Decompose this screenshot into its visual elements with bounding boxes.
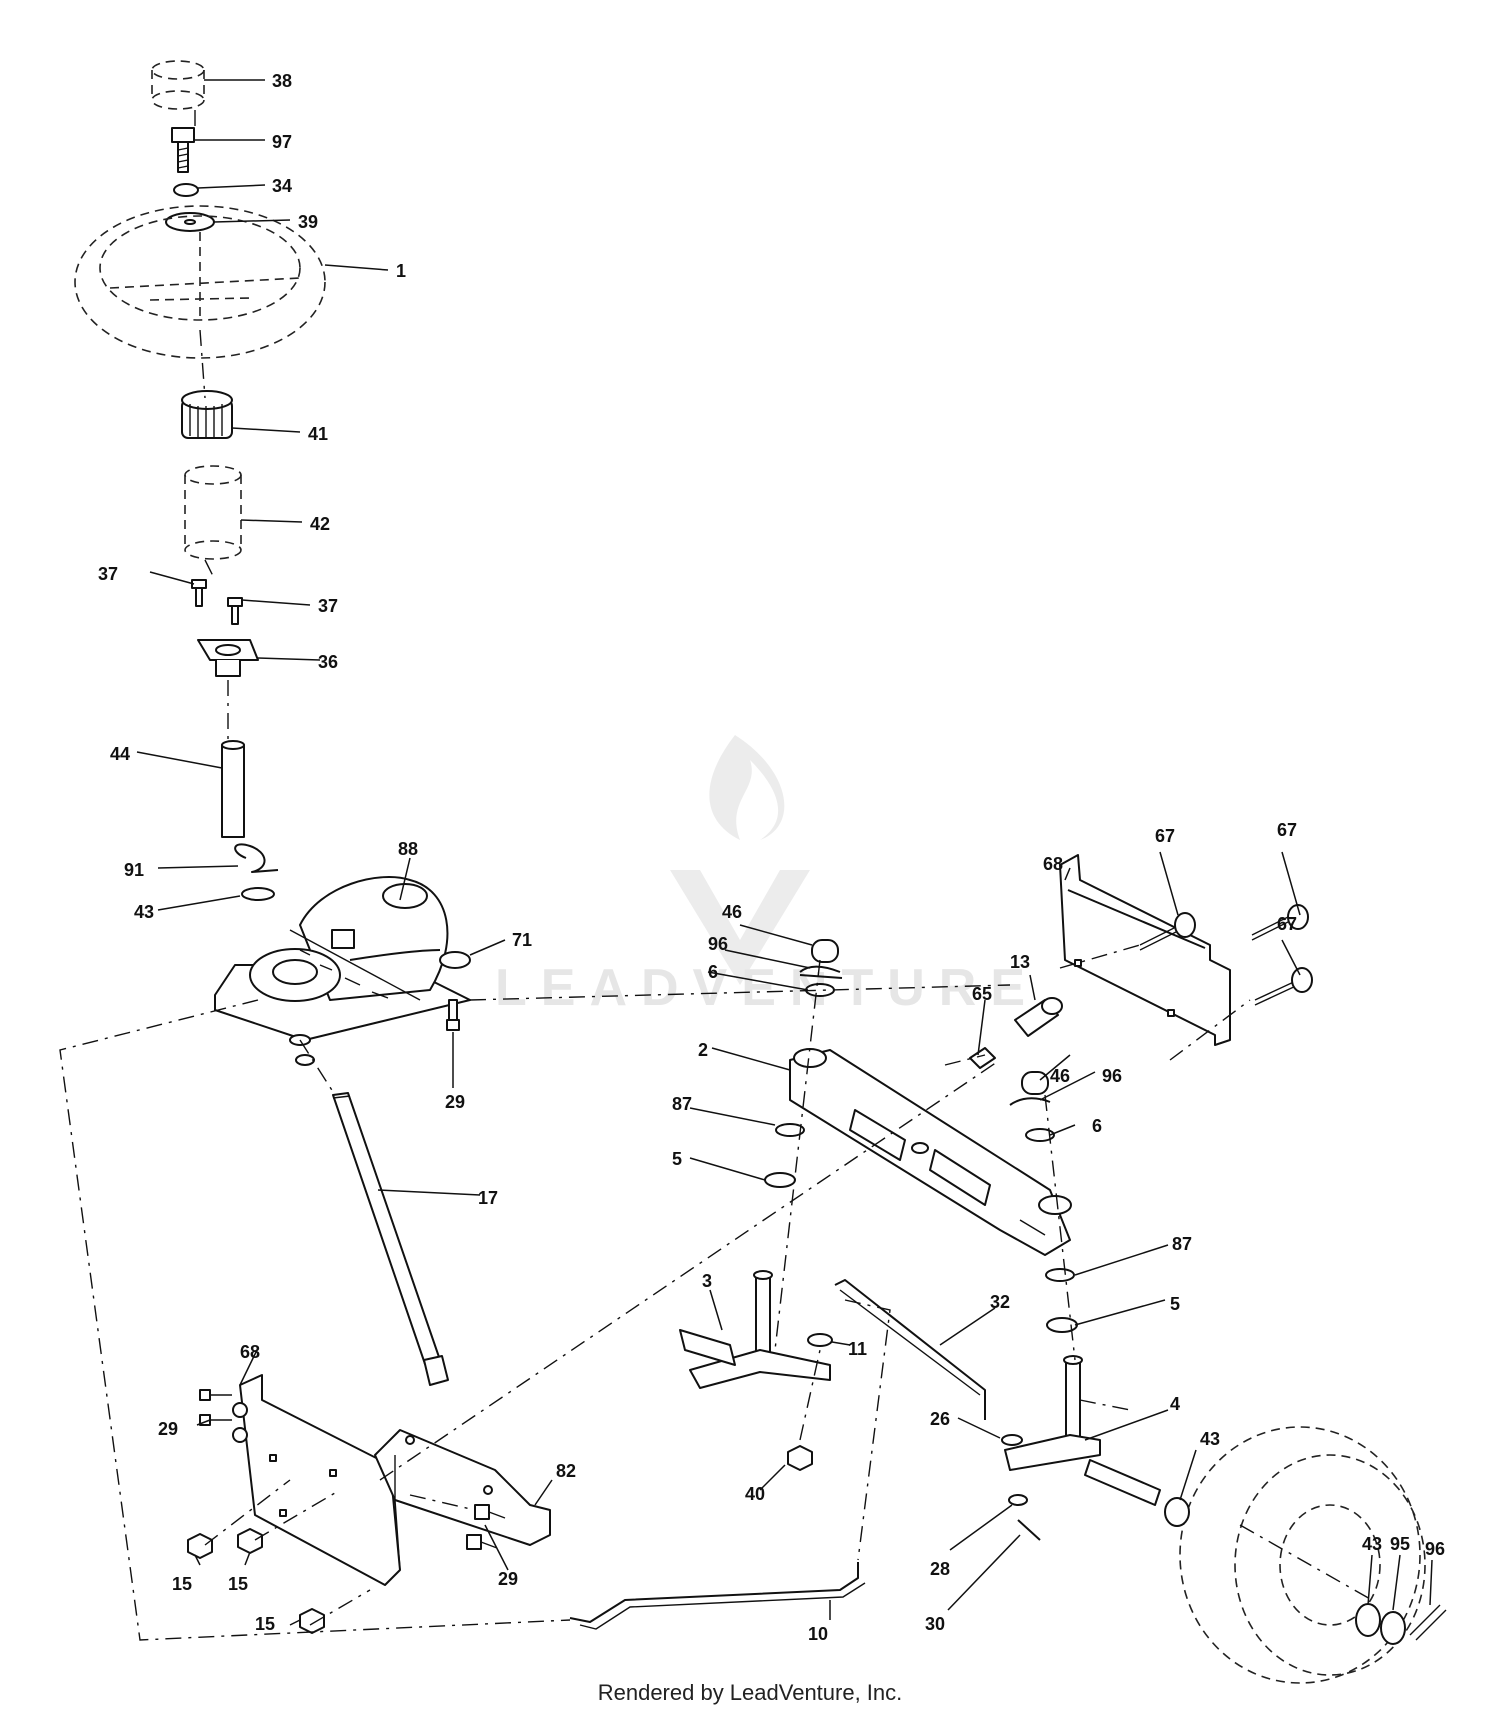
callout-labels: 38 97 34 39 1 41 42 37 37 36 44 91 88 43… [98, 71, 1445, 1644]
part-68-bracket-left [232, 1374, 401, 1586]
part-38-cap [151, 60, 205, 110]
callout-44: 44 [110, 744, 130, 764]
assembly-lines [59, 110, 1373, 1641]
callout-71: 71 [512, 930, 532, 950]
callout-28: 28 [930, 1559, 950, 1579]
part-26-nut [1001, 1434, 1023, 1446]
callout-91: 91 [124, 860, 144, 880]
callout-32: 32 [990, 1292, 1010, 1312]
callout-46-left: 46 [722, 902, 742, 922]
callout-2: 2 [698, 1040, 708, 1060]
part-91-clip [234, 843, 279, 873]
callout-67-c: 67 [1277, 914, 1297, 934]
callout-41: 41 [308, 424, 328, 444]
callout-4: 4 [1170, 1394, 1180, 1414]
callout-96-wheel: 96 [1425, 1539, 1445, 1559]
part-10-drag-link [569, 1562, 859, 1623]
part-1-steering-wheel [74, 205, 326, 359]
callout-15-b: 15 [228, 1574, 248, 1594]
callout-95: 95 [1390, 1534, 1410, 1554]
part-39-washer [165, 212, 215, 232]
callout-88: 88 [398, 839, 418, 859]
part-96-pin [1409, 1604, 1447, 1641]
callout-15-c: 15 [255, 1614, 275, 1634]
callout-97: 97 [272, 132, 292, 152]
part-67-bolts [1139, 904, 1313, 1006]
callout-46-right: 46 [1050, 1066, 1070, 1086]
callout-67-b: 67 [1277, 820, 1297, 840]
callout-34: 34 [272, 176, 292, 196]
callout-5-right: 5 [1170, 1294, 1180, 1314]
callout-42: 42 [310, 514, 330, 534]
part-42-sleeve [184, 465, 242, 560]
part-stack-right-spindle [1009, 1071, 1078, 1333]
watermark: LEADVENTURE [495, 735, 1039, 1017]
part-82-bracket [374, 1429, 551, 1571]
part-97-bolt [171, 127, 195, 173]
callout-26: 26 [930, 1409, 950, 1429]
callout-37-a: 37 [98, 564, 118, 584]
part-71-gear-assembly [214, 876, 471, 1066]
callout-6-right: 6 [1092, 1116, 1102, 1136]
part-28-washer [1008, 1494, 1028, 1506]
callout-3: 3 [702, 1271, 712, 1291]
part-stack-left-spindle [764, 939, 843, 1188]
callout-30: 30 [925, 1614, 945, 1634]
callout-36: 36 [318, 652, 338, 672]
part-37-screws [191, 579, 243, 625]
callout-65: 65 [972, 984, 992, 1004]
callout-15-a: 15 [172, 1574, 192, 1594]
callout-29-left: 29 [158, 1419, 178, 1439]
callout-6-left: 6 [708, 962, 718, 982]
callout-11: 11 [848, 1339, 867, 1359]
part-43-washer [241, 887, 275, 901]
leader-lines [136, 79, 1433, 1626]
watermark-text: LEADVENTURE [495, 959, 1039, 1017]
part-68-bracket-right [1059, 854, 1231, 1046]
callout-29-right: 29 [498, 1569, 518, 1589]
callout-82: 82 [556, 1461, 576, 1481]
part-29-bolt [446, 999, 460, 1031]
callout-43-outer: 43 [1362, 1534, 1382, 1554]
part-36-bushing [197, 639, 259, 677]
callout-39: 39 [298, 212, 318, 232]
callout-5-left: 5 [672, 1149, 682, 1169]
callout-10: 10 [808, 1624, 828, 1644]
footer-credit: Rendered by LeadVenture, Inc. [597, 1680, 903, 1705]
callout-68-right: 68 [1043, 854, 1063, 874]
callout-40: 40 [745, 1484, 765, 1504]
callout-29-top: 29 [445, 1092, 465, 1112]
callout-43-top: 43 [134, 902, 154, 922]
part-43-outer-washer [1355, 1603, 1381, 1637]
part-3-spindle-left [679, 1270, 831, 1389]
callout-37-b: 37 [318, 596, 338, 616]
callout-87-left: 87 [672, 1094, 692, 1114]
callout-38: 38 [272, 71, 292, 91]
part-30-pin [1017, 1519, 1041, 1541]
part-11-washer [807, 1333, 833, 1347]
part-15-nuts [187, 1528, 325, 1634]
callout-87-right: 87 [1172, 1234, 1192, 1254]
part-34-ring [173, 183, 199, 197]
callout-96-left: 96 [708, 934, 728, 954]
callout-1: 1 [396, 261, 406, 281]
part-44-shaft [221, 740, 245, 838]
part-wheel [1179, 1426, 1426, 1684]
callout-67-a: 67 [1155, 826, 1175, 846]
callout-43-wheel: 43 [1200, 1429, 1220, 1449]
part-4-spindle-right [1004, 1355, 1161, 1506]
part-43-wheel-washer [1164, 1497, 1190, 1527]
callout-17: 17 [478, 1188, 498, 1208]
part-17-steering-shaft [332, 1092, 449, 1386]
part-13-65-bushings [969, 997, 1063, 1069]
part-40-nut [787, 1445, 813, 1471]
callout-96-right: 96 [1102, 1066, 1122, 1086]
callout-68-left: 68 [240, 1342, 260, 1362]
part-95-washer [1380, 1611, 1406, 1645]
part-41-adapter [181, 390, 233, 439]
callout-13: 13 [1010, 952, 1030, 972]
